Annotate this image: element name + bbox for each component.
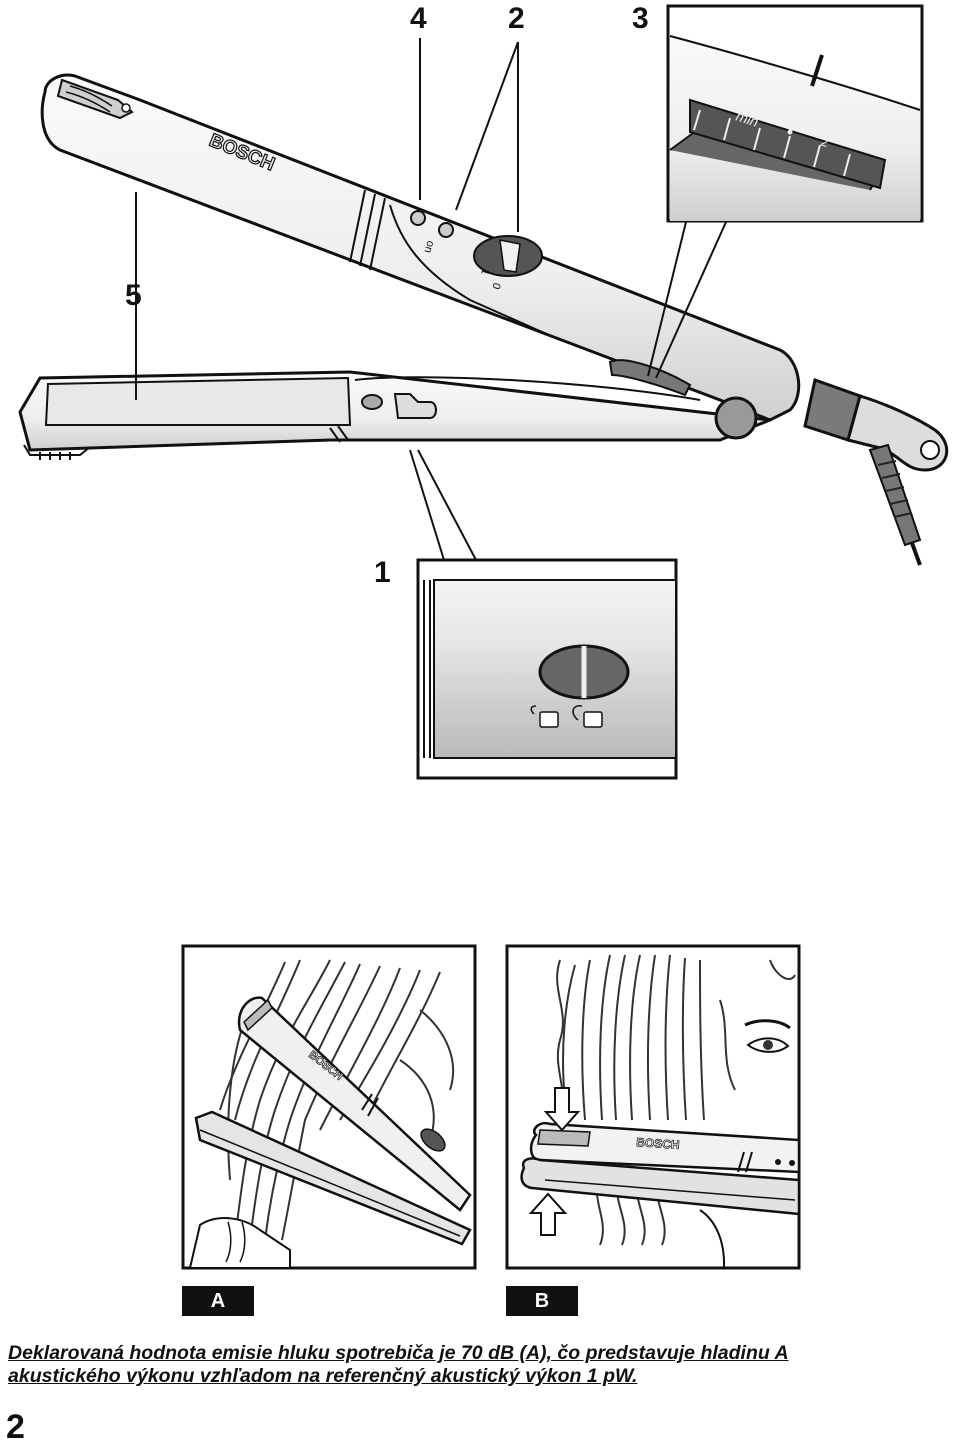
noise-emission-notice: Deklarovaná hodnota emisie hluku spotreb… bbox=[8, 1342, 948, 1388]
callout-1: 1 bbox=[374, 556, 391, 589]
switch-zero-text: 0 bbox=[489, 281, 502, 291]
page-number: 2 bbox=[6, 1408, 25, 1446]
lower-arm bbox=[18, 370, 771, 460]
panel-label-a: A bbox=[182, 1286, 254, 1316]
callout-3: 3 bbox=[632, 2, 649, 35]
callout-2: 2 bbox=[508, 2, 525, 35]
dial-two-text: 2 bbox=[819, 134, 831, 151]
detail-inset-lock bbox=[416, 558, 678, 780]
notice-line-1: Deklarovaná hodnota emisie hluku spotreb… bbox=[8, 1342, 789, 1364]
switch-one-text: 1 bbox=[478, 267, 491, 277]
brand-logo-panel-b: BOSCH bbox=[636, 1135, 680, 1152]
panel-label-b: B bbox=[506, 1286, 578, 1316]
notice-line-2: akustického výkonu vzhľadom na referenčn… bbox=[8, 1365, 638, 1387]
detail-inset-dial: min 2 bbox=[666, 4, 924, 223]
hinge-and-cord bbox=[714, 378, 949, 566]
usage-panel-b: BOSCH bbox=[505, 944, 801, 1270]
callout-4: 4 bbox=[410, 2, 427, 35]
switch-on-text: on bbox=[421, 239, 436, 254]
callout-leaders bbox=[135, 38, 727, 561]
usage-panel-a: BOSCH bbox=[181, 944, 477, 1270]
upper-arm: BOSCH on 1 0 bbox=[40, 73, 801, 422]
dial-min-text: min bbox=[734, 108, 761, 130]
callout-5: 5 bbox=[125, 279, 142, 312]
